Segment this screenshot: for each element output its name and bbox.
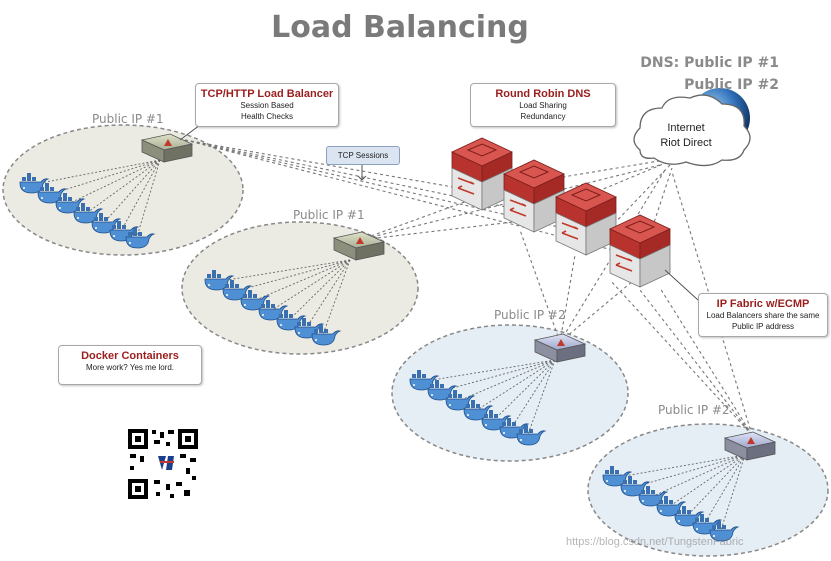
router-3-icon	[555, 182, 617, 256]
tcp-sessions-label: TCP Sessions	[326, 146, 400, 165]
ip-fabric-callout-title: IP Fabric w/ECMP	[716, 298, 810, 310]
router-4-icon	[609, 214, 671, 288]
public-ip-label-3: Public IP #2	[494, 308, 566, 322]
ip-fabric-callout-line-2: Public IP address	[731, 322, 795, 331]
dns-line-1: DNS: Public IP #1	[640, 55, 779, 71]
cloud-label: Internet Riot Direct	[646, 121, 726, 151]
watermark: https://blog.csdn.net/TungstenFabric	[566, 536, 744, 548]
round-robin-callout-title: Round Robin DNS	[495, 88, 591, 100]
lan-ellipse-3	[391, 324, 629, 462]
public-ip-label-4: Public IP #2	[658, 403, 730, 417]
round-robin-callout: Round Robin DNS Load Sharing Redundancy	[470, 83, 616, 127]
tcp-http-callout-line-2: Health Checks	[240, 112, 294, 121]
container-links	[29, 159, 746, 534]
public-ip-label-1: Public IP #1	[92, 112, 164, 126]
docker-callout-line-1: More work? Yes me lord.	[85, 363, 175, 372]
round-robin-callout-line-1: Load Sharing	[519, 101, 567, 110]
dns-line-2: Public IP #2	[684, 77, 779, 93]
router-2-icon	[503, 159, 565, 233]
docker-callout-title: Docker Containers	[81, 350, 179, 362]
tcp-http-callout: TCP/HTTP Load Balancer Session Based Hea…	[195, 83, 339, 127]
router-1-icon	[451, 137, 513, 211]
round-robin-callout-line-2: Redundancy	[520, 112, 566, 121]
tcp-http-callout-line-1: Session Based	[240, 101, 294, 110]
ip-fabric-callout: IP Fabric w/ECMP Load Balancers share th…	[698, 293, 828, 337]
cloud-line-2: Riot Direct	[660, 137, 712, 149]
public-ip-label-2: Public IP #1	[293, 208, 365, 222]
ip-fabric-callout-line-1: Load Balancers share the same	[706, 311, 820, 320]
lan-ellipse-4	[587, 423, 829, 557]
cloud-icon	[633, 94, 751, 167]
qr-code-icon	[128, 429, 198, 499]
callout-pointers	[179, 124, 699, 301]
tcp-http-callout-title: TCP/HTTP Load Balancer	[200, 88, 334, 100]
docker-containers-callout: Docker Containers More work? Yes me lord…	[58, 345, 202, 385]
cloud-line-1: Internet	[667, 122, 705, 134]
page-title: Load Balancing	[271, 10, 529, 45]
dns-label: DNS: Public IP #1 Public IP #2	[640, 52, 779, 96]
